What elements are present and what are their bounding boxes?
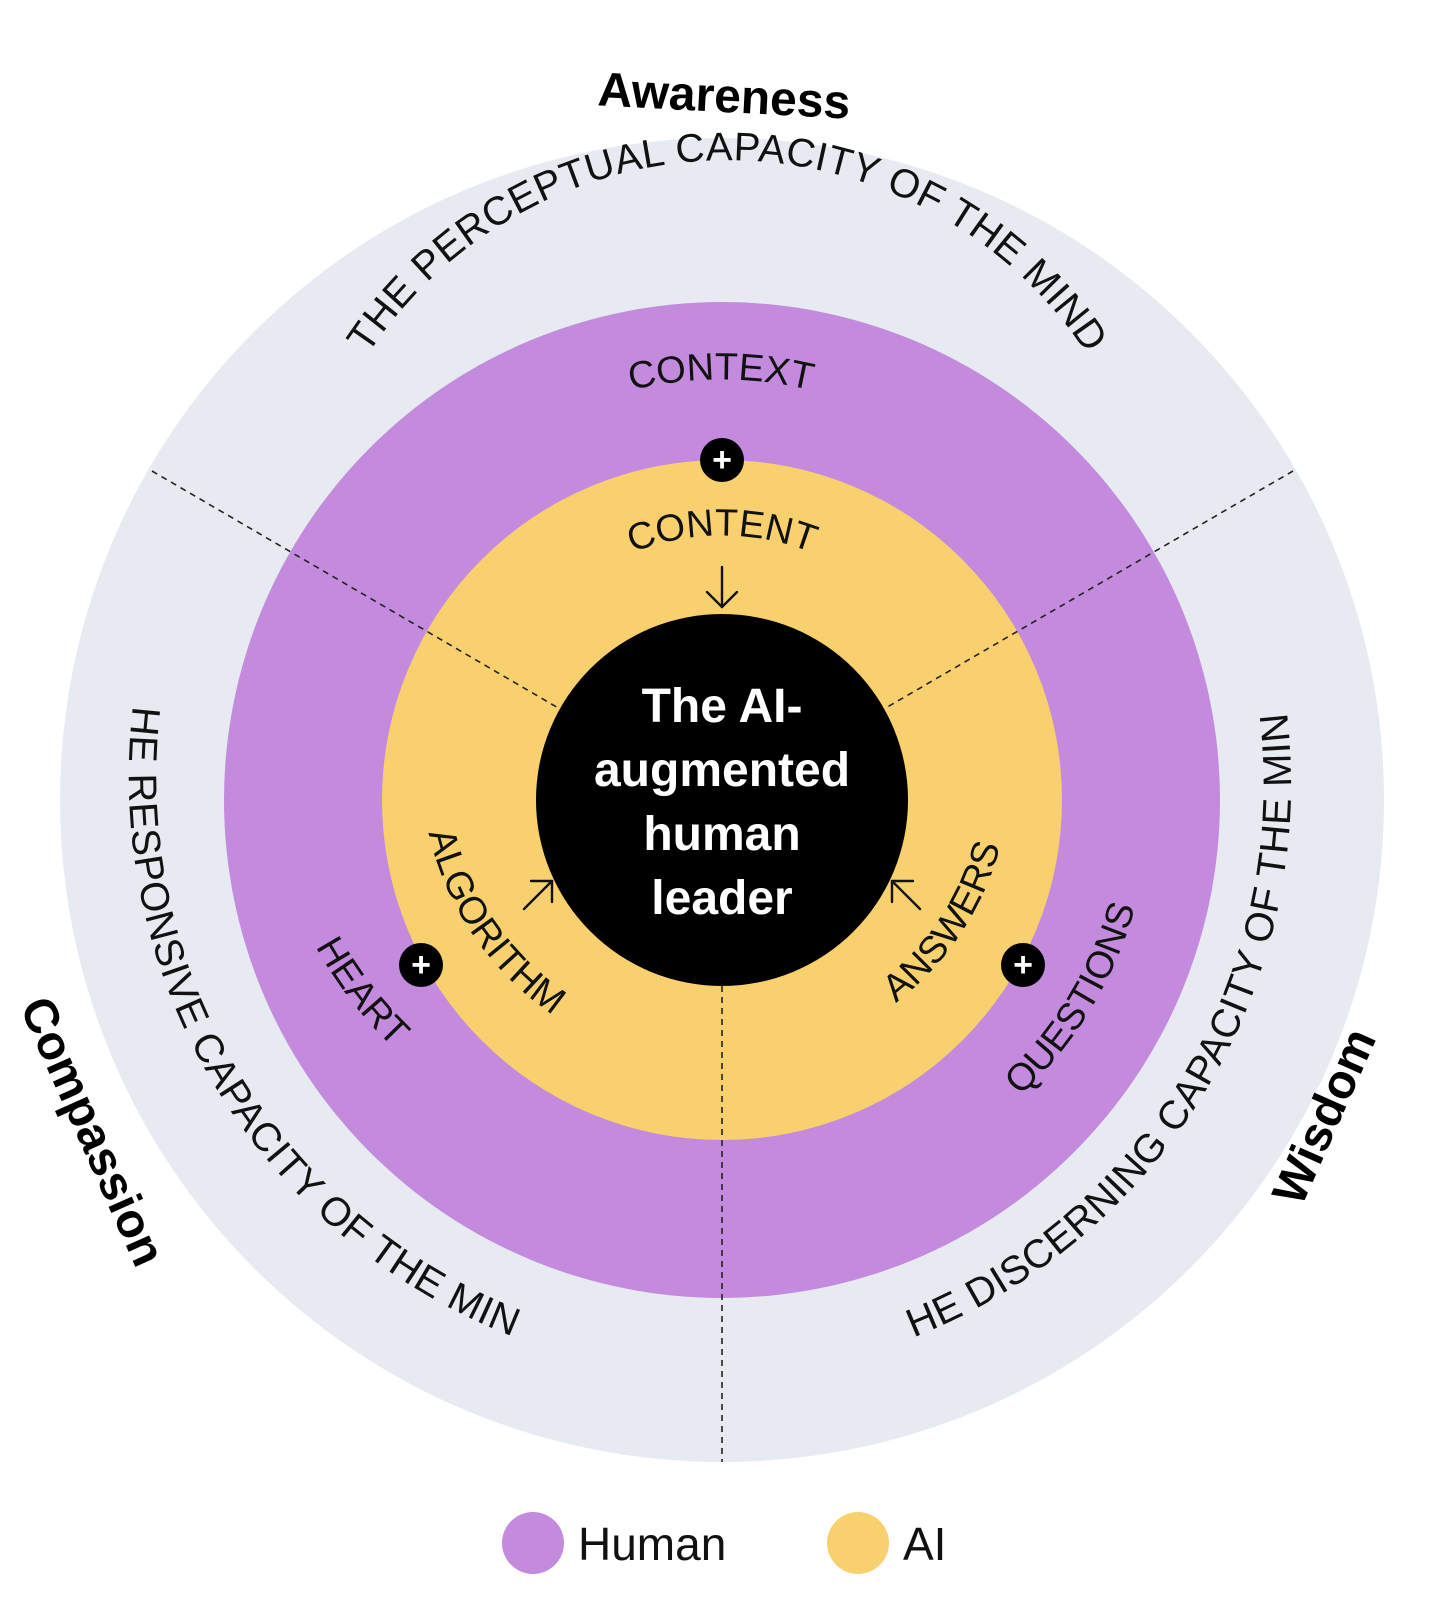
divider-left	[151, 470, 561, 710]
arrow-icon	[522, 565, 922, 911]
plus-marker-left: +	[399, 943, 443, 987]
plus-icon: +	[411, 946, 431, 984]
plus-marker-right: +	[1001, 943, 1045, 987]
arrow-content-icon	[705, 565, 739, 609]
plus-icon: +	[1013, 946, 1033, 984]
center-line-4: leader	[651, 872, 792, 925]
legend-human-swatch	[502, 1512, 564, 1574]
center-core	[536, 614, 908, 986]
divider-right	[883, 470, 1294, 710]
legend-ai-swatch	[827, 1512, 889, 1574]
center-line-1: The AI-	[642, 680, 803, 733]
arrow-algorithm-icon	[522, 879, 554, 911]
center-label: The AI- augmented human leader	[594, 680, 850, 925]
dividers	[151, 470, 1294, 1462]
legend-ai-label: AI	[903, 1518, 946, 1570]
legend-human-label: Human	[578, 1518, 726, 1570]
legend: Human AI	[502, 1512, 946, 1574]
arrow-answers-icon	[890, 879, 922, 911]
center-line-3: human	[643, 808, 800, 861]
dimension-awareness: Awareness	[597, 63, 852, 129]
plus-icon: +	[712, 441, 732, 479]
center-line-2: augmented	[594, 744, 850, 797]
plus-marker-top: +	[700, 438, 744, 482]
